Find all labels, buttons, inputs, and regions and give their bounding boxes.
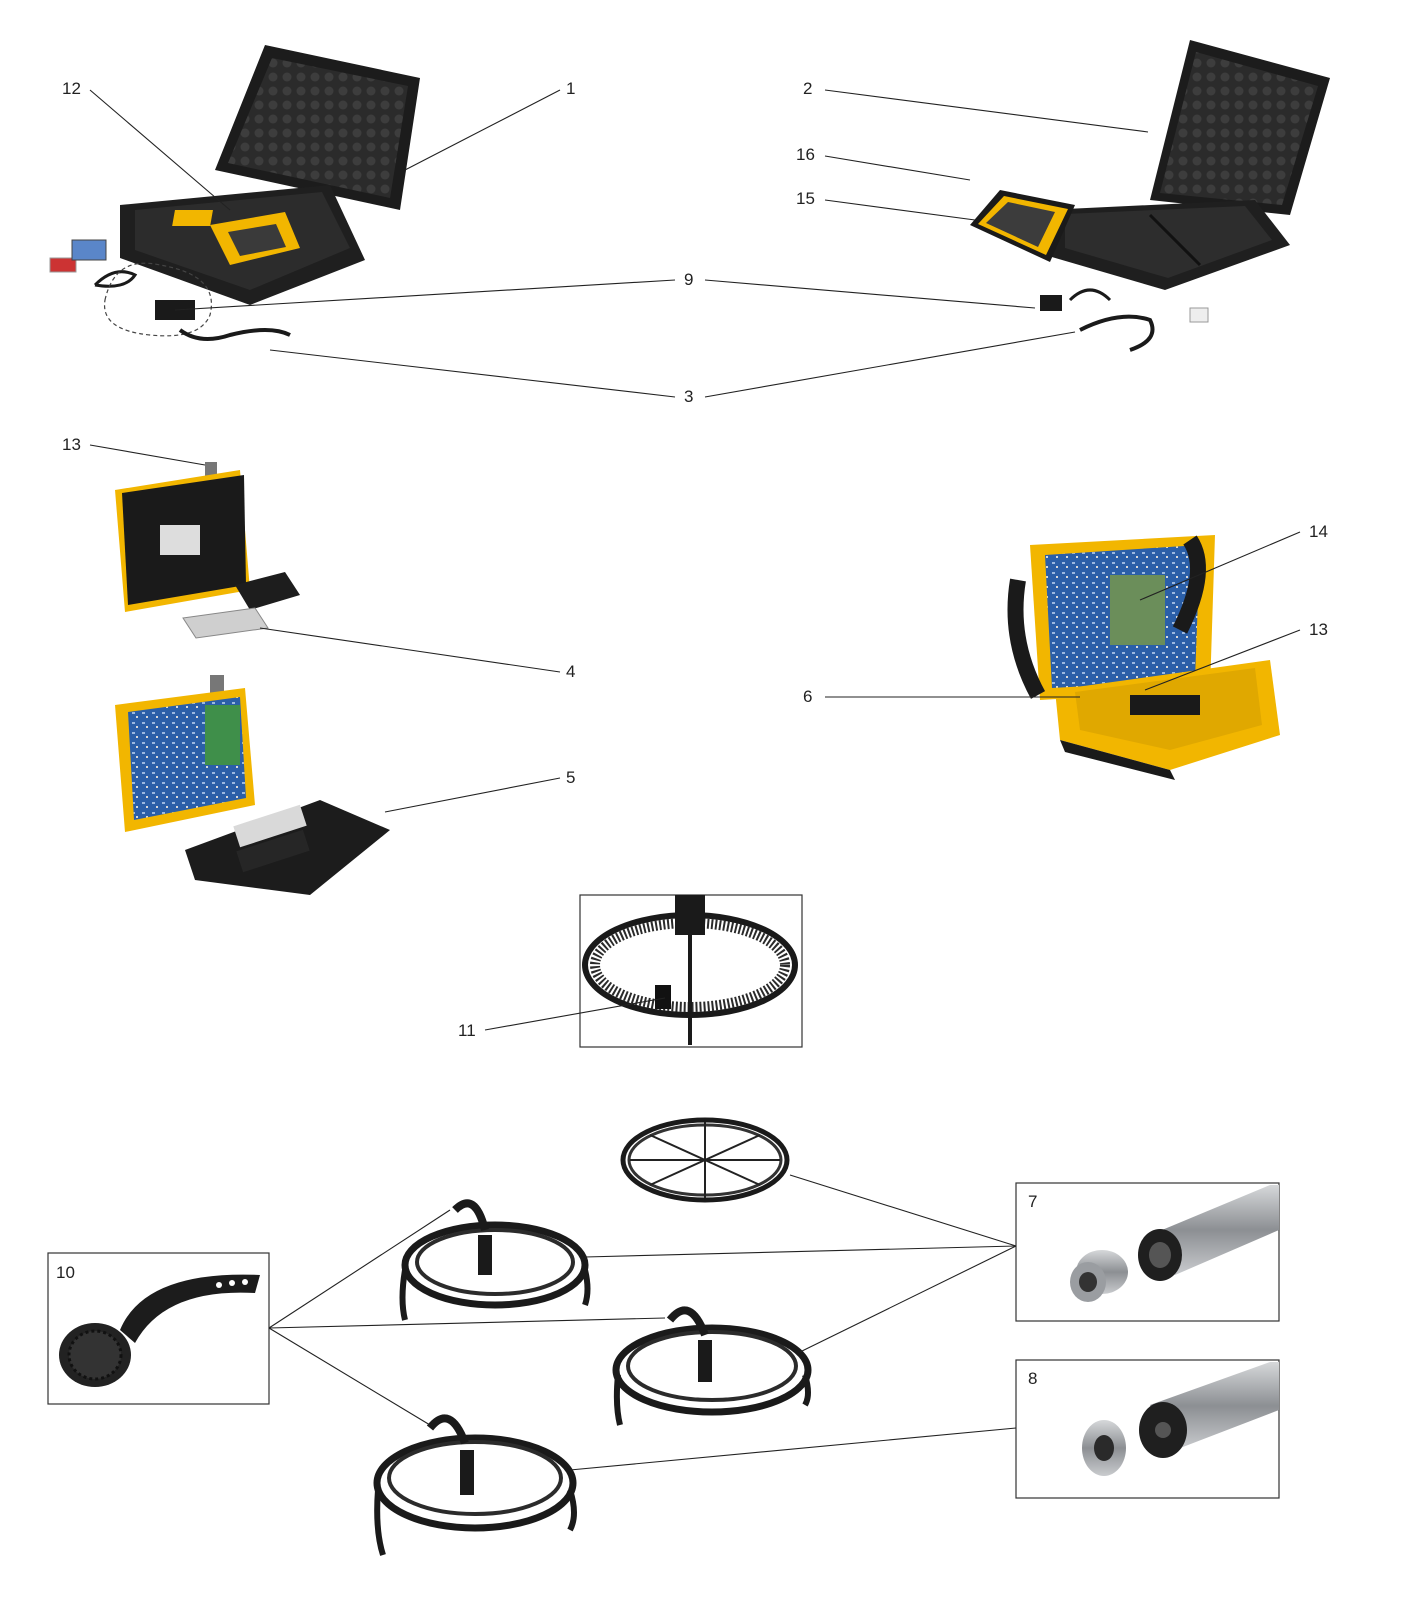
leader-lines: [89, 89, 1301, 1471]
callout-numbers: 1 12 2 16 15 9 3 13 14 13 4 6 5 11 7 10 …: [56, 79, 1328, 1388]
callout-16: 16: [796, 145, 815, 164]
cable-reel-upper-left: [399, 1199, 591, 1321]
callout-3: 3: [684, 387, 693, 406]
detail-box-8: [1015, 1359, 1280, 1499]
charger-group-outline: [103, 262, 212, 337]
monitor-display-unit: [970, 190, 1075, 262]
case-large-illustration: [970, 40, 1330, 352]
callout-11: 11: [458, 1021, 476, 1040]
callout-7: 7: [1028, 1192, 1037, 1211]
cable-reel-middle-right: [612, 1306, 812, 1426]
monitor-open-illustration: [1007, 535, 1280, 780]
callout-4: 4: [566, 662, 575, 681]
detail-box-11: [579, 894, 803, 1048]
detail-box-7: [1015, 1182, 1280, 1322]
callout-13-right: 13: [1309, 620, 1328, 639]
handheld-display-unit: [172, 210, 300, 265]
case-small-illustration: [49, 45, 420, 341]
callout-10: 10: [56, 1263, 75, 1282]
callout-5: 5: [566, 768, 575, 787]
callout-14: 14: [1309, 522, 1328, 541]
callout-12: 12: [62, 79, 81, 98]
detail-box-10: [47, 1252, 270, 1405]
cable-reel-top: [620, 1117, 790, 1203]
callout-2: 2: [803, 79, 812, 98]
handheld-open-battery-illustration: [115, 675, 390, 895]
handheld-rear-battery-illustration: [115, 462, 300, 639]
callout-6: 6: [803, 687, 812, 706]
callout-8: 8: [1028, 1369, 1037, 1388]
callout-13-left: 13: [62, 435, 81, 454]
callout-9: 9: [684, 270, 693, 289]
callout-1: 1: [566, 79, 575, 98]
cable-reel-bottom: [373, 1414, 577, 1556]
callout-15: 15: [796, 189, 815, 208]
